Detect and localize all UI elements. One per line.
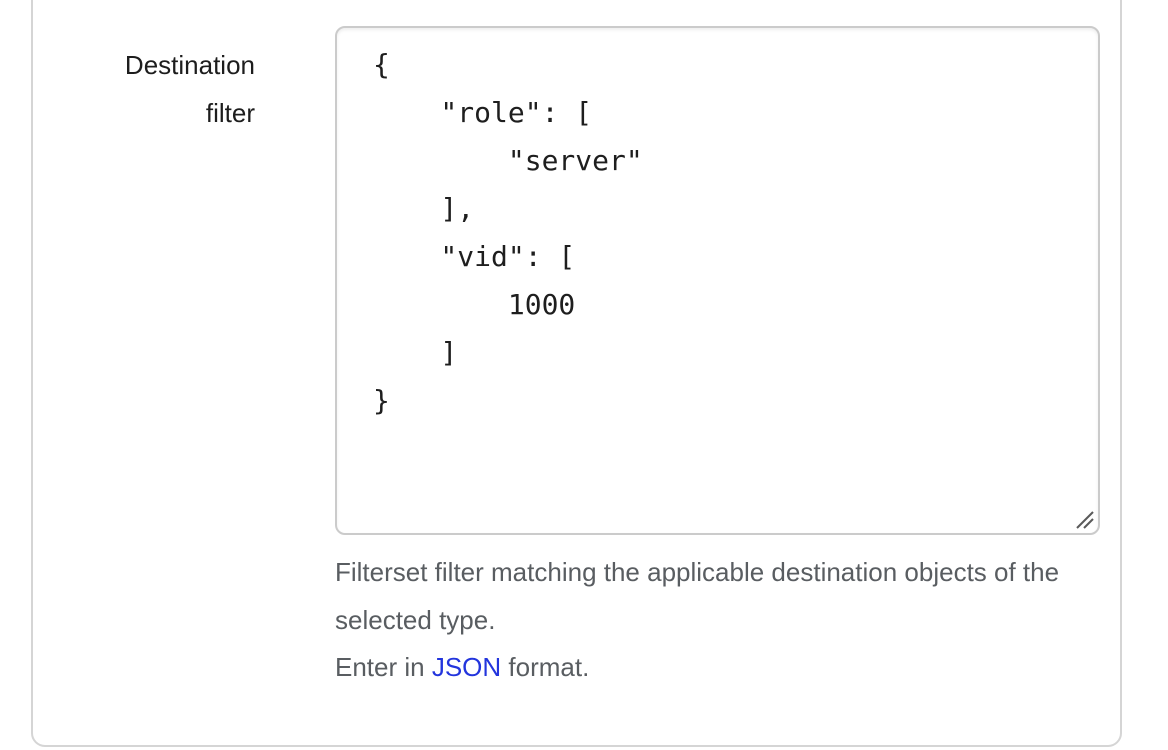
help-format-note: Enter in JSON format. bbox=[335, 644, 1083, 692]
textarea-resize-handle-icon[interactable] bbox=[1075, 510, 1095, 530]
json-format-link[interactable]: JSON bbox=[431, 652, 502, 682]
help-format-suffix: format. bbox=[501, 652, 590, 682]
destination-filter-field: { "role": [ "server" ], "vid": [ 1000 ] … bbox=[335, 26, 1100, 535]
help-description: Filterset filter matching the applicable… bbox=[335, 557, 1060, 635]
help-format-prefix: Enter in bbox=[335, 652, 432, 682]
field-help-text: Filterset filter matching the applicable… bbox=[335, 549, 1083, 692]
destination-filter-label: Destination filter bbox=[124, 50, 255, 128]
destination-filter-textarea[interactable]: { "role": [ "server" ], "vid": [ 1000 ] … bbox=[335, 26, 1100, 535]
